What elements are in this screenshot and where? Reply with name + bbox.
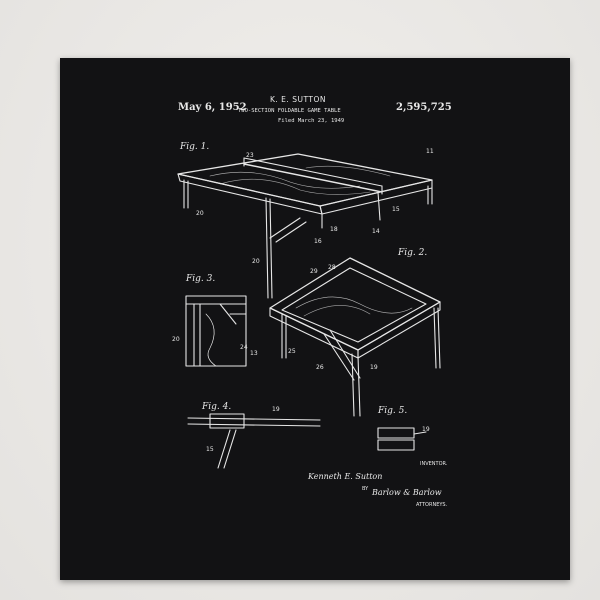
inventor-label: INVENTOR. (420, 461, 448, 467)
ref-number: 19 (422, 426, 430, 433)
ref-number: 23 (246, 152, 254, 159)
patent-tapestry: May 6, 1952 K. E. SUTTON TWO-SECTION FOL… (60, 58, 570, 580)
ref-number: 16 (314, 238, 322, 245)
patent-number: 2,595,725 (396, 102, 452, 113)
patent-date: May 6, 1952 (178, 102, 247, 113)
ref-number: 28 (328, 264, 336, 271)
ref-number: 29 (310, 268, 318, 275)
ref-number: 20 (196, 210, 204, 217)
inventor-signature: Kenneth E. Sutton (308, 472, 383, 481)
ref-number: 14 (372, 228, 380, 235)
patent-drawing (177, 153, 441, 469)
by-label: BY (362, 486, 369, 492)
fig4-hinge-drawing (187, 413, 321, 469)
fig3-detail-drawing (185, 295, 247, 367)
ref-number: 24 (240, 344, 248, 351)
fig5-label: Fig. 5. (378, 406, 408, 416)
ref-number: 13 (250, 350, 258, 357)
fig2-table-drawing (269, 257, 441, 417)
attorneys-label: ATTORNEYS. (416, 502, 448, 508)
fig1-label: Fig. 1. (180, 142, 210, 152)
ref-number: 20 (172, 336, 180, 343)
fig2-label: Fig. 2. (398, 248, 428, 258)
patent-title: TWO-SECTION FOLDABLE GAME TABLE (238, 108, 341, 114)
fig5-bracket-drawing (377, 427, 427, 451)
ref-number: 19 (272, 406, 280, 413)
header-inventor: K. E. SUTTON (270, 95, 326, 104)
ref-number: 19 (370, 364, 378, 371)
fig4-label: Fig. 4. (202, 402, 232, 412)
filed-date: Filed March 23, 1949 (278, 118, 345, 124)
ref-number: 26 (316, 364, 324, 371)
fig3-label: Fig. 3. (186, 274, 216, 284)
ref-number: 11 (426, 148, 434, 155)
attorneys-signature: Barlow & Barlow (372, 488, 442, 497)
fig1-table-drawing (177, 153, 433, 299)
ref-number: 25 (288, 348, 296, 355)
ref-number: 18 (330, 226, 338, 233)
ref-number: 20 (252, 258, 260, 265)
ref-number: 15 (206, 446, 214, 453)
ref-number: 15 (392, 206, 400, 213)
